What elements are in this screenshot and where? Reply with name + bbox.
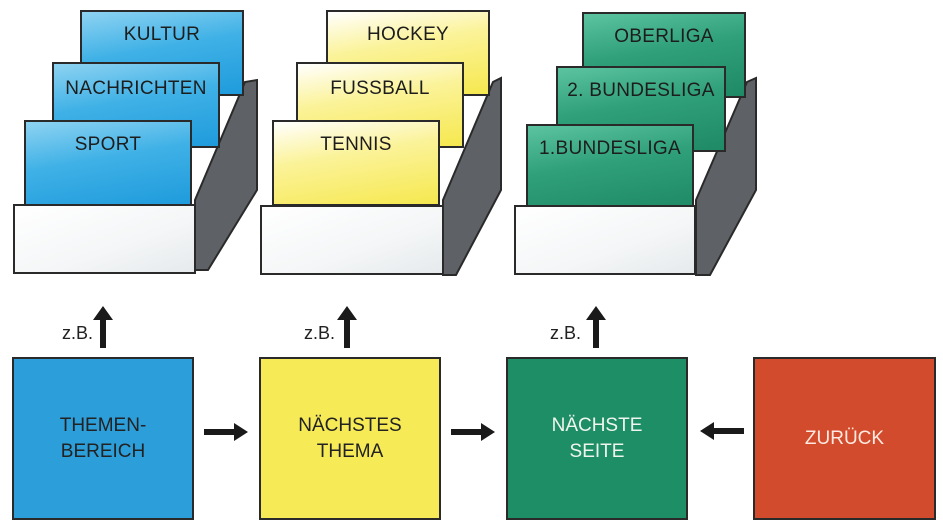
zurueck-label: ZURÜCK	[804, 427, 885, 449]
card-box-front	[260, 205, 444, 275]
zb-label: z.B.	[550, 323, 582, 343]
up-arrow-icon	[586, 306, 606, 348]
zb-label: z.B.	[62, 323, 94, 343]
card-box-side	[442, 76, 502, 276]
up-arrow-icon	[93, 306, 113, 348]
right-arrow-icon	[204, 423, 248, 441]
left-arrow-icon	[700, 422, 744, 440]
themenbereich-label: THEMEN- BEREICH	[59, 414, 147, 462]
card-box-thema: HOCKEY FUSSBALL TENNIS	[248, 0, 508, 290]
card-box-themenbereich: KULTUR NACHRICHTEN SPORT	[0, 0, 260, 290]
naechste-seite-label: NÄCHSTE SEITE	[551, 414, 643, 462]
card-box-front	[13, 204, 196, 274]
naechste-seite-button[interactable]: NÄCHSTE SEITE	[506, 357, 688, 520]
card-tennis: TENNIS	[272, 120, 440, 206]
right-arrow-icon	[451, 423, 495, 441]
naechstes-thema-button[interactable]: NÄCHSTES THEMA	[259, 357, 441, 520]
themenbereich-button[interactable]: THEMEN- BEREICH	[12, 357, 194, 520]
up-arrow-icon	[337, 306, 357, 348]
card-box-seite: OBERLIGA 2. BUNDESLIGA 1.BUNDESLIGA	[500, 0, 770, 290]
card-box-front	[514, 205, 696, 275]
naechstes-thema-label: NÄCHSTES THEMA	[298, 414, 402, 462]
card-1-bundesliga: 1.BUNDESLIGA	[526, 124, 694, 210]
card-box-side	[695, 76, 757, 276]
card-sport: SPORT	[24, 120, 192, 206]
zurueck-button[interactable]: ZURÜCK	[753, 357, 936, 520]
zb-label: z.B.	[304, 323, 336, 343]
